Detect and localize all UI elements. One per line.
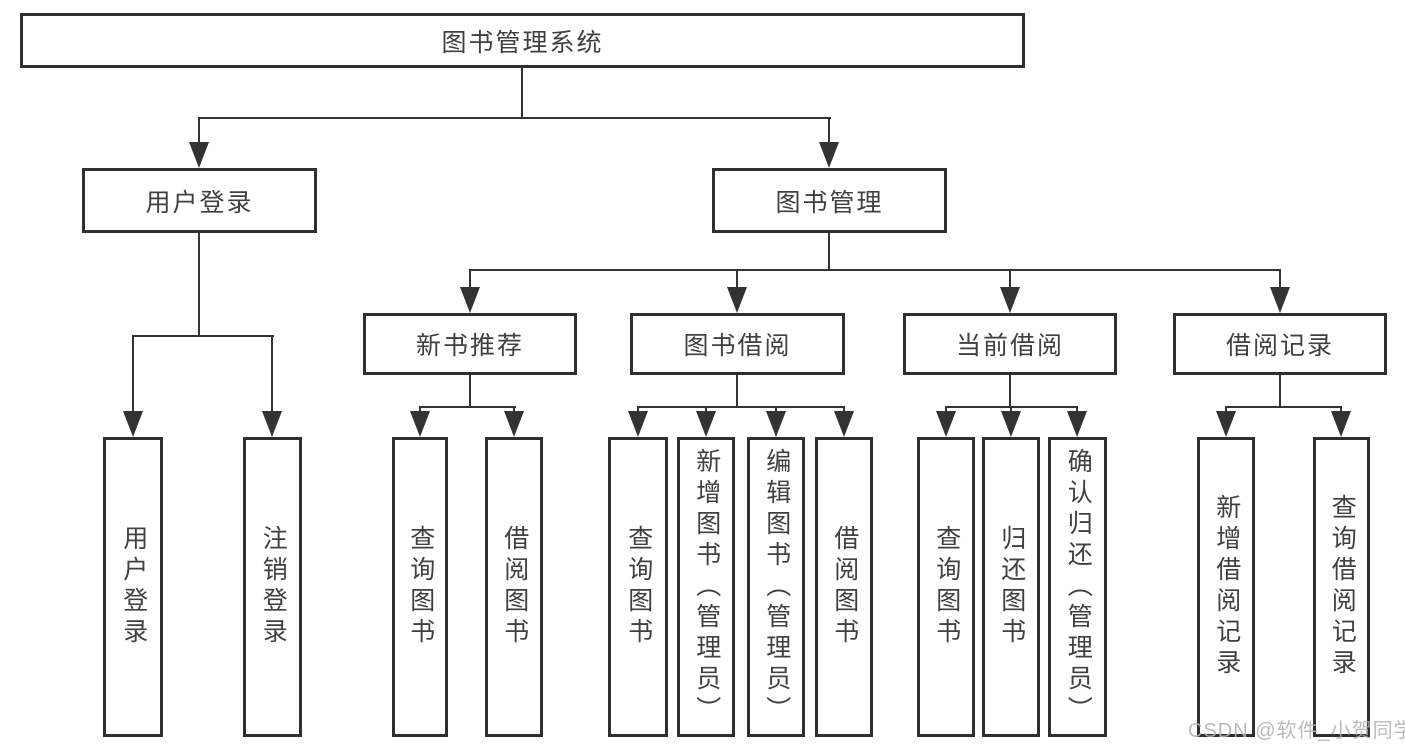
edge-root-bar	[198, 117, 831, 119]
leaf-user-login-label: 用户登录	[119, 525, 148, 649]
edge-borrow-drop-3	[775, 406, 777, 414]
leaf-recommend-borrow-books: 借阅图书	[485, 437, 543, 737]
leaf-recommend-borrow-books-label: 借阅图书	[500, 525, 529, 649]
node-user-login-label: 用户登录	[145, 188, 254, 217]
arrowhead-borrow-edit	[766, 411, 786, 437]
node-borrow-records: 借阅记录	[1173, 313, 1387, 375]
arrowhead-leaf-logout	[262, 411, 282, 437]
arrowhead-current-confirm	[1067, 411, 1087, 437]
edge-records-stem	[1279, 375, 1281, 407]
edge-records-bar	[1225, 406, 1342, 408]
leaf-records-query-record-label: 查询借阅记录	[1328, 494, 1357, 680]
edge-records-drop-1	[1225, 406, 1227, 414]
node-borrow-records-label: 借阅记录	[1225, 332, 1334, 360]
leaf-logout: 注销登录	[243, 437, 302, 737]
node-library-system: 图书管理系统	[20, 13, 1025, 68]
edge-user-login-drop-2	[271, 335, 273, 413]
leaf-user-login: 用户登录	[103, 437, 163, 737]
arrowhead-borrow-query	[628, 411, 648, 437]
leaf-current-confirm-return-admin: 确认归还（管理员）	[1048, 437, 1107, 737]
node-user-login: 用户登录	[82, 168, 317, 233]
node-book-management: 图书管理	[712, 168, 947, 233]
edge-drop-borrow-records	[1279, 269, 1281, 289]
arrowhead-borrow-borrow	[834, 411, 854, 437]
leaf-recommend-query-books-label: 查询图书	[406, 525, 435, 649]
arrowhead-current-borrow	[1000, 287, 1020, 313]
csdn-watermark: CSDN @软件_小贺同学	[1188, 720, 1405, 742]
edge-borrow-bar	[637, 406, 844, 408]
leaf-borrow-add-books-admin: 新增图书（管理员）	[677, 437, 735, 737]
arrowhead-book-borrow	[727, 287, 747, 313]
node-book-borrow: 图书借阅	[630, 313, 845, 375]
edge-root-drop-book-management	[828, 117, 830, 145]
arrowhead-new-book-recommend	[460, 287, 480, 313]
edge-recommend-drop-1	[419, 406, 421, 414]
arrowhead-borrow-add	[696, 411, 716, 437]
node-book-borrow-label: 图书借阅	[683, 332, 792, 360]
arrowhead-user-login	[189, 142, 209, 168]
edge-recommend-bar	[419, 406, 516, 408]
leaf-recommend-query-books: 查询图书	[392, 437, 448, 737]
edge-current-drop-1	[945, 406, 947, 414]
arrowhead-recommend-query	[410, 411, 430, 437]
edge-user-login-bar	[132, 335, 274, 337]
leaf-current-confirm-return-admin-label: 确认归还（管理员）	[1064, 447, 1093, 727]
edge-records-drop-2	[1340, 406, 1342, 414]
leaf-records-add-record: 新增借阅记录	[1197, 437, 1255, 737]
leaf-borrow-borrow-books: 借阅图书	[815, 437, 873, 737]
leaf-borrow-query-books: 查询图书	[608, 437, 668, 737]
leaf-logout-label: 注销登录	[259, 525, 288, 649]
edge-current-drop-3	[1076, 406, 1078, 414]
leaf-current-query-books-label: 查询图书	[932, 525, 961, 649]
leaf-borrow-edit-books-admin-label: 编辑图书（管理员）	[762, 447, 791, 727]
arrowhead-borrow-records	[1270, 287, 1290, 313]
edge-borrow-drop-1	[637, 406, 639, 414]
leaf-borrow-add-books-admin-label: 新增图书（管理员）	[692, 447, 721, 727]
arrowhead-current-return	[1001, 411, 1021, 437]
arrowhead-records-add	[1216, 411, 1236, 437]
edge-user-login-stem	[198, 233, 200, 336]
leaf-current-return-books-label: 归还图书	[997, 525, 1026, 649]
leaf-borrow-edit-books-admin: 编辑图书（管理员）	[747, 437, 805, 737]
node-library-system-label: 图书管理系统	[441, 28, 604, 57]
node-book-management-label: 图书管理	[775, 188, 884, 217]
edge-recommend-stem	[469, 375, 471, 407]
leaf-borrow-borrow-books-label: 借阅图书	[830, 525, 859, 649]
arrowhead-current-query	[936, 411, 956, 437]
leaf-current-return-books: 归还图书	[982, 437, 1040, 737]
arrowhead-leaf-user-login	[123, 411, 143, 437]
arrowhead-records-query	[1331, 411, 1351, 437]
node-new-book-recommend-label: 新书推荐	[415, 332, 524, 360]
edge-book-management-bar	[469, 269, 1281, 271]
arrowhead-book-management	[819, 142, 839, 168]
edge-drop-book-borrow	[736, 269, 738, 289]
node-new-book-recommend: 新书推荐	[363, 313, 577, 375]
edge-recommend-drop-2	[513, 406, 515, 414]
node-current-borrow-label: 当前借阅	[955, 332, 1064, 360]
edge-borrow-drop-4	[843, 406, 845, 414]
edge-user-login-drop-1	[132, 335, 134, 413]
edge-current-drop-2	[1010, 406, 1012, 414]
leaf-records-add-record-label: 新增借阅记录	[1212, 494, 1241, 680]
edge-borrow-drop-2	[705, 406, 707, 414]
edge-drop-new-book-recommend	[469, 269, 471, 289]
arrowhead-recommend-borrow	[504, 411, 524, 437]
leaf-borrow-query-books-label: 查询图书	[624, 525, 653, 649]
leaf-current-query-books: 查询图书	[917, 437, 975, 737]
edge-book-management-stem	[828, 233, 830, 270]
edge-current-stem	[1009, 375, 1011, 407]
edge-drop-current-borrow	[1009, 269, 1011, 289]
edge-root-drop-user-login	[198, 117, 200, 145]
leaf-records-query-record: 查询借阅记录	[1313, 437, 1370, 737]
edge-root-stem	[521, 68, 523, 118]
node-current-borrow: 当前借阅	[903, 313, 1117, 375]
edge-borrow-stem	[736, 375, 738, 407]
